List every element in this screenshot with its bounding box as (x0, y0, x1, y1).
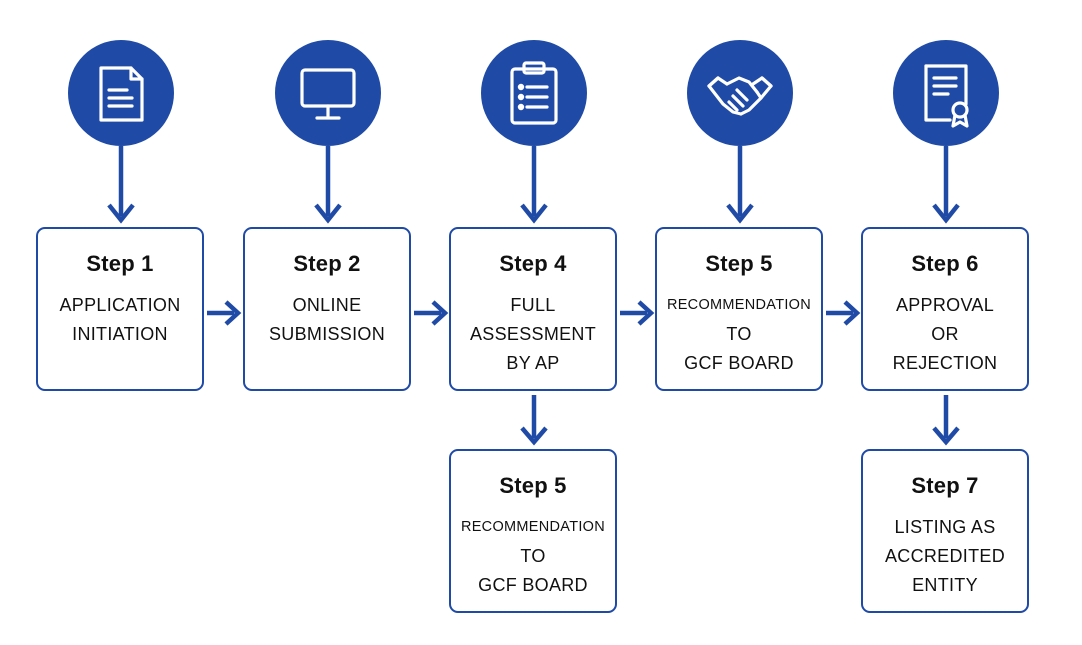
arrowhead-step6-to-step7 (932, 426, 960, 446)
document-icon (68, 40, 174, 146)
arrowhead-step2-to-step4 (431, 300, 449, 326)
step-description: BY AP (506, 353, 560, 373)
step-description: GCF BOARD (684, 353, 794, 373)
step-box-4: Step 4 FULL ASSESSMENT BY AP (449, 227, 617, 391)
step-description: REJECTION (892, 353, 998, 373)
computer-monitor-icon (275, 40, 381, 146)
arrowhead-icon5-to-step6 (932, 203, 960, 224)
step-description: RECOMMENDATION (666, 297, 812, 313)
arrowhead-icon1-to-step1 (107, 203, 135, 224)
step-title: Step 4 (499, 251, 567, 276)
step-title: Step 1 (86, 251, 154, 276)
arrowhead-icon3-to-step4 (520, 203, 548, 224)
step-description: ONLINE (292, 295, 362, 315)
step-description: ASSESSMENT (469, 324, 597, 344)
step-description: APPLICATION (59, 295, 181, 315)
step-description: ENTITY (912, 575, 978, 595)
arrowhead-step4-to-step5-lower (520, 426, 548, 446)
step-box-7: Step 7 LISTING AS ACCREDITED ENTITY (861, 449, 1029, 613)
step-description: APPROVAL (895, 295, 995, 315)
step-description: INITIATION (72, 324, 168, 344)
step-box-2: Step 2 ONLINE SUBMISSION (243, 227, 411, 391)
step-description: TO (520, 546, 546, 566)
step-description: SUBMISSION (268, 324, 386, 344)
arrowhead-step4-to-step5 (637, 300, 655, 326)
step-box-5: Step 5 RECOMMENDATION TO GCF BOARD (655, 227, 823, 391)
arrowhead-icon2-to-step2 (314, 203, 342, 224)
step-title: Step 5 (499, 473, 567, 498)
step-title: Step 6 (911, 251, 979, 276)
step-description: OR (931, 324, 959, 344)
step-box-5-lower: Step 5 RECOMMENDATION TO GCF BOARD (449, 449, 617, 613)
arrowhead-step1-to-step2 (224, 300, 242, 326)
arrowhead-icon4-to-step5 (726, 203, 754, 224)
step-description: FULL (510, 295, 556, 315)
step-description: RECOMMENDATION (460, 519, 606, 535)
handshake-icon (687, 40, 793, 146)
arrowhead-step5-to-step6 (843, 300, 861, 326)
step-description: TO (726, 324, 752, 344)
step-title: Step 7 (911, 473, 979, 498)
step-title: Step 5 (705, 251, 773, 276)
step-description: GCF BOARD (478, 575, 588, 595)
step-box-1: Step 1 APPLICATION INITIATION (36, 227, 204, 391)
step-description: LISTING AS (894, 517, 996, 537)
step-description: ACCREDITED (884, 546, 1005, 566)
step-title: Step 2 (293, 251, 361, 276)
certificate-icon (893, 40, 999, 146)
clipboard-checklist-icon (481, 40, 587, 146)
step-box-6: Step 6 APPROVAL OR REJECTION (861, 227, 1029, 391)
